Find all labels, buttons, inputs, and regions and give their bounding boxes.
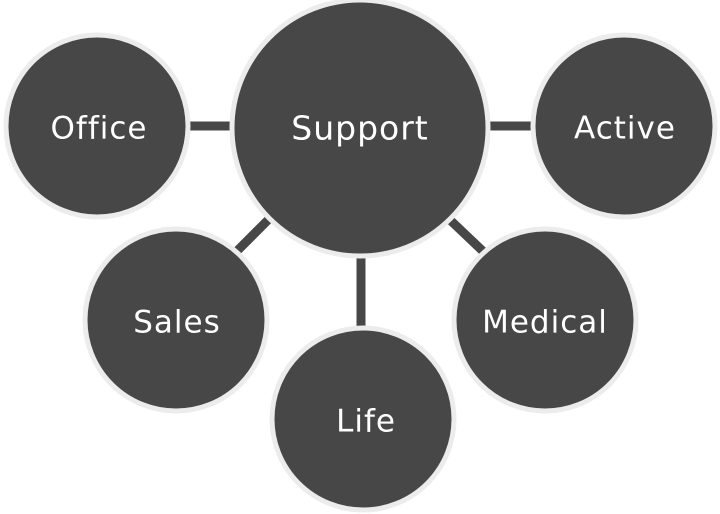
node-sales: Sales (82, 226, 270, 414)
node-active-circle (530, 32, 718, 220)
node-life-circle (269, 325, 457, 513)
node-life-label: Life (336, 404, 396, 440)
node-life: Life (269, 325, 457, 513)
connector-sales (228, 214, 274, 260)
node-center-label: Support (291, 109, 428, 148)
node-active: Active (530, 32, 718, 220)
node-medical-circle (451, 226, 639, 414)
node-center-support: Support (229, 0, 491, 259)
connectors (185, 121, 540, 335)
node-sales-circle (82, 226, 270, 414)
node-medical: Medical (451, 226, 639, 414)
node-active-label: Active (574, 111, 676, 147)
node-office-label: Office (51, 111, 148, 147)
node-medical-label: Medical (482, 305, 608, 341)
node-office: Office (3, 32, 191, 220)
node-sales-label: Sales (133, 305, 221, 341)
node-center-circle (229, 0, 491, 259)
node-office-circle (3, 32, 191, 220)
connector-medical (444, 214, 492, 260)
